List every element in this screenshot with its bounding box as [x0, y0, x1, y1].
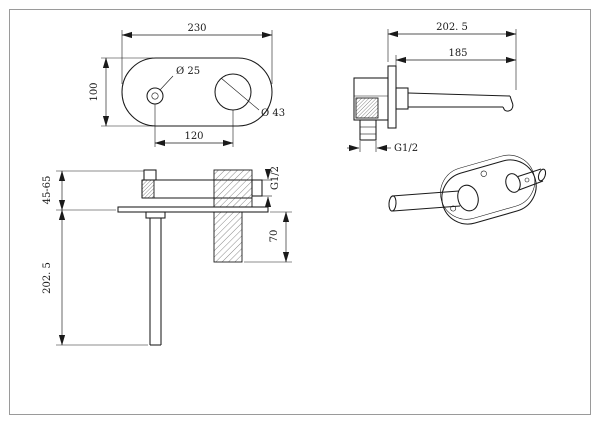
dim-valve-body-depth: 70 — [244, 211, 292, 263]
dim-inlet-thread-label: G1/2 — [394, 143, 418, 154]
section-view: G1/2 45-65 202. 5 70 — [42, 166, 292, 346]
spout-root — [395, 87, 409, 110]
wall-plate-section — [117, 206, 269, 213]
iso-handle-pin — [524, 177, 530, 183]
iso-handle-knob — [537, 168, 547, 182]
spout-hole — [214, 73, 252, 111]
dim-hole-spacing: 120 — [154, 104, 234, 147]
iso-handle-base — [505, 173, 521, 193]
outlet-stub — [251, 179, 263, 197]
dim-inlet-thread: G1/2 — [347, 141, 418, 154]
side-view: 202. 5 185 G1/2 — [347, 22, 517, 154]
inlet-stub — [359, 119, 377, 141]
leader-line — [159, 75, 174, 91]
wall-plate-edge — [387, 65, 397, 129]
dim-plate-width: 230 — [121, 23, 273, 84]
spout-flange — [145, 211, 166, 219]
dim-plate-width-label: 230 — [187, 23, 206, 34]
leader-line — [220, 77, 260, 111]
iso-view — [388, 154, 547, 225]
dim-hole-spacing-label: 120 — [184, 131, 203, 142]
valve-box-section — [213, 169, 253, 208]
iso-plate — [440, 154, 537, 225]
spout-profile — [407, 92, 514, 112]
mounting-plate-outline — [121, 57, 273, 127]
handle-hole-inner — [151, 92, 159, 100]
handle-hole — [146, 87, 164, 105]
dim-spout-projection-label: 185 — [448, 48, 467, 59]
handle-body-section — [213, 211, 243, 263]
dim-mounting-depth: 45-65 — [42, 170, 144, 211]
iso-spout-end — [388, 195, 397, 212]
iso-spout-base — [457, 184, 479, 212]
front-view: 230 100 Ø 25 Ø 43 120 — [89, 23, 285, 147]
spout-hole-diameter-callout: Ø 43 — [220, 77, 285, 119]
handle-hole-diameter-callout: Ø 25 — [159, 66, 200, 91]
iso-screw-top — [480, 170, 487, 177]
spout-outlet-tip — [502, 95, 514, 112]
top-fitting — [143, 169, 157, 181]
iso-handle — [505, 168, 547, 193]
inwall-body — [141, 169, 263, 208]
iso-spout — [388, 190, 461, 212]
left-connector-section — [141, 179, 155, 199]
dim-spout-length: 202. 5 — [42, 209, 148, 346]
dim-overall-projection-label: 202. 5 — [436, 22, 468, 33]
spout-hole-diameter-label: Ø 43 — [261, 108, 285, 119]
dim-mounting-depth-label: 45-65 — [42, 176, 53, 205]
sheet-border — [9, 9, 591, 415]
cartridge-section — [355, 97, 379, 119]
dim-plate-height-label: 100 — [89, 82, 100, 101]
dim-plate-height: 100 — [89, 57, 153, 127]
dim-outlet-thread-label: G1/2 — [270, 166, 281, 190]
iso-screw-left — [450, 205, 457, 212]
dim-outlet-thread: G1/2 — [262, 166, 281, 207]
dim-valve-body-depth-label: 70 — [269, 230, 280, 243]
dim-spout-projection: 185 — [395, 48, 517, 66]
dim-spout-length-label: 202. 5 — [42, 262, 53, 294]
spout-pipe — [145, 211, 166, 346]
handle-hole-diameter-label: Ø 25 — [176, 66, 200, 77]
